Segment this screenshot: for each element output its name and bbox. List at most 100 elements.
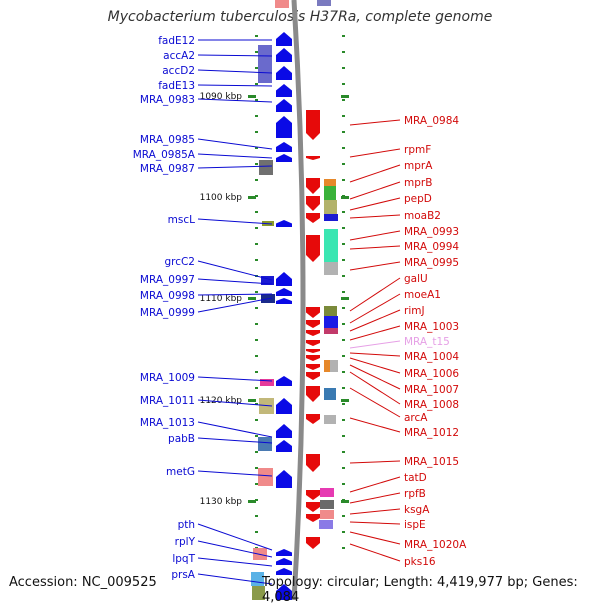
gene-label-galu: galU	[404, 273, 428, 285]
gene-arrow-minus	[276, 154, 292, 162]
gene-label-grcc2: grcC2	[164, 256, 195, 268]
gene-box	[324, 328, 338, 334]
gene-label-mra-0998: MRA_0998	[140, 290, 195, 302]
gene-arrow-plus	[306, 196, 320, 211]
gene-arrow-minus	[276, 398, 292, 414]
tick-mark-right	[342, 515, 345, 517]
ruler-tick-right	[341, 196, 349, 199]
gene-label-mra-0985: MRA_0985	[140, 134, 195, 146]
leader-line	[349, 352, 401, 357]
leader-line	[349, 181, 401, 200]
gene-label-mra-0995: MRA_0995	[404, 257, 459, 269]
tick-mark-right	[342, 339, 345, 341]
gene-label-mra-0994: MRA_0994	[404, 241, 459, 253]
tick-mark-right	[342, 547, 345, 549]
leader-line	[197, 84, 273, 87]
gene-arrow-plus	[306, 110, 320, 140]
leader-line	[349, 543, 401, 562]
accession-text: Accession: NC_009525	[9, 575, 157, 590]
gene-arrow-plus	[306, 320, 320, 328]
gene-arrow-minus	[276, 48, 292, 62]
gene-box	[324, 186, 336, 200]
leader-line	[349, 197, 401, 211]
gene-box	[324, 316, 338, 328]
leader-line	[197, 470, 273, 477]
gene-label-fade12: fadE12	[158, 35, 195, 47]
gene-arrow-plus	[306, 502, 320, 512]
tick-mark-left	[255, 499, 258, 501]
leader-line	[197, 421, 273, 438]
gene-box	[320, 510, 334, 519]
leader-line	[349, 164, 401, 183]
leader-line	[197, 523, 273, 551]
leader-line	[349, 460, 401, 464]
tick-mark-left	[255, 147, 258, 149]
gene-label-mra-1008: MRA_1008	[404, 399, 459, 411]
gene-arrow-plus	[306, 235, 320, 262]
tick-mark-right	[342, 419, 345, 421]
tick-mark-right	[342, 211, 345, 213]
gene-arrow-plus	[306, 364, 320, 370]
gene-arrow-minus	[276, 84, 292, 97]
tick-mark-right	[342, 131, 345, 133]
gene-label-pks16: pks16	[404, 556, 436, 568]
gene-label-accd2: accD2	[162, 65, 195, 77]
gene-arrow-minus	[276, 32, 292, 46]
gene-arrow-plus	[306, 178, 320, 194]
leader-line	[349, 476, 401, 493]
ruler-tick-right	[341, 399, 349, 402]
gene-label-prsa: prsA	[171, 569, 195, 581]
gene-label-mra-0983: MRA_0983	[140, 94, 195, 106]
gene-label-arca: arcA	[404, 412, 428, 424]
tick-mark-left	[255, 67, 258, 69]
gene-arrow-minus	[276, 298, 292, 304]
gene-arrow-plus	[306, 355, 320, 361]
ruler-tick-left	[248, 95, 256, 98]
gene-box	[324, 388, 336, 400]
ruler-tick-right	[341, 297, 349, 300]
gene-box	[320, 488, 334, 497]
leader-line	[197, 540, 273, 558]
tick-mark-left	[255, 195, 258, 197]
genome-backbone	[291, 0, 306, 600]
tick-mark-left	[255, 371, 258, 373]
tick-mark-left	[255, 531, 258, 533]
tick-mark-left	[255, 83, 258, 85]
gene-box	[324, 360, 334, 372]
gene-box	[324, 214, 338, 221]
tick-mark-left	[255, 179, 258, 181]
tick-mark-left	[255, 163, 258, 165]
leader-line	[349, 387, 401, 418]
gene-label-rpmf: rpmF	[404, 144, 431, 156]
gene-arrow-plus	[306, 307, 320, 318]
leader-line	[349, 357, 401, 374]
tick-mark-right	[342, 35, 345, 37]
leader-line	[349, 340, 401, 349]
gene-arrow-plus	[306, 330, 320, 336]
gene-arrow-plus	[306, 213, 320, 223]
gene-arrow-minus	[276, 376, 292, 386]
leader-line	[349, 508, 401, 515]
gene-label-mra-1020a: MRA_1020A	[404, 539, 467, 551]
gene-label-mra-0987: MRA_0987	[140, 163, 195, 175]
gene-box	[258, 45, 272, 83]
gene-label-mra-0984: MRA_0984	[404, 115, 459, 127]
gene-box	[324, 415, 336, 424]
leader-line	[197, 260, 273, 281]
tick-mark-right	[342, 67, 345, 69]
ruler-label: 1100 kbp	[200, 193, 243, 203]
leader-line	[349, 293, 401, 324]
tick-mark-right	[342, 371, 345, 373]
gene-label-mra-0985a: MRA_0985A	[133, 149, 196, 161]
gene-label-rimj: rimJ	[404, 305, 425, 317]
gene-arrow-plus	[306, 340, 320, 346]
gene-label-rply: rplY	[175, 536, 196, 548]
gene-box	[324, 306, 337, 316]
gene-arrow-minus	[276, 99, 292, 112]
tick-mark-left	[255, 291, 258, 293]
gene-label-mra-1004: MRA_1004	[404, 351, 459, 363]
tick-mark-left	[255, 35, 258, 37]
gene-arrow-plus	[306, 537, 320, 549]
topology-text: Topology: circular; Length: 4,419,977 bp…	[262, 575, 578, 605]
gene-label-mra-1011: MRA_1011	[140, 395, 195, 407]
